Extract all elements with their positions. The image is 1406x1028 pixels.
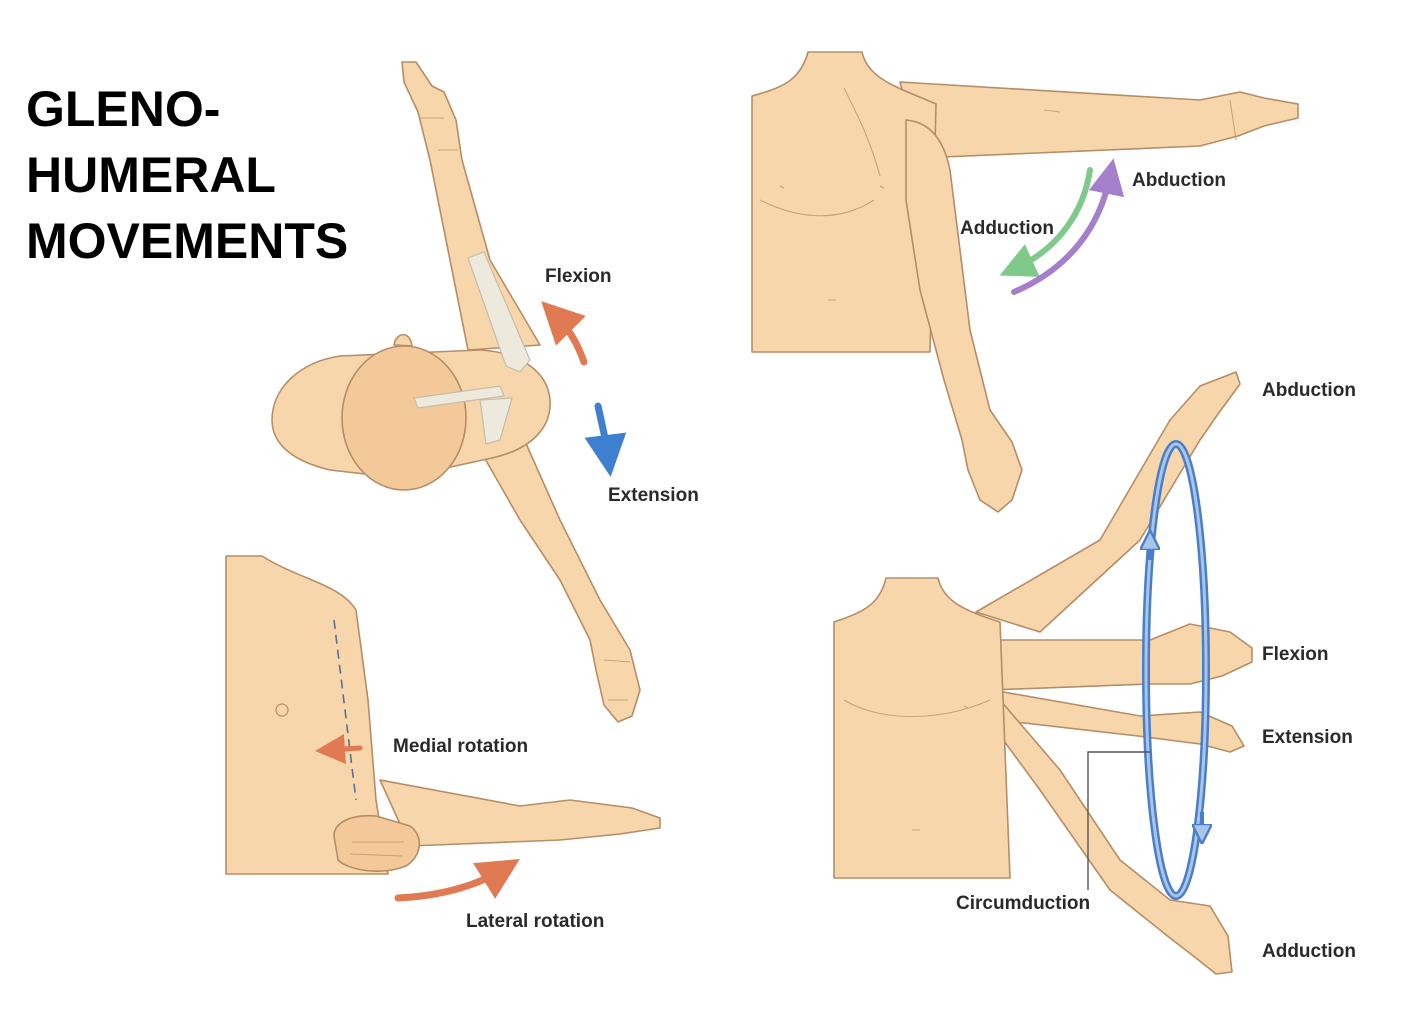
label-circumduction: Circumduction: [956, 893, 1091, 914]
label-extension-top: Extension: [608, 485, 699, 506]
arm-flexion-circ: [989, 623, 1253, 691]
head: [341, 345, 467, 491]
raised-arm: [401, 61, 541, 351]
page-title-line-3: MOVEMENTS: [26, 213, 349, 269]
rotation-axis-line: [333, 619, 357, 801]
torso-side: [225, 555, 389, 875]
medial-rotation-arrow: [315, 734, 363, 764]
figure-circumduction: [833, 371, 1253, 975]
torso-circ: [833, 577, 1011, 879]
page-title-line-2: HUMERAL: [26, 147, 276, 203]
arm-extension-circ: [991, 689, 1245, 753]
label-extension-right: Extension: [1262, 727, 1353, 748]
label-flexion-top: Flexion: [545, 266, 612, 287]
label-abduction-top: Abduction: [1132, 170, 1226, 191]
circumduction-leader: [1087, 751, 1150, 890]
extension-arrow: [584, 402, 627, 477]
figure-flexion-extension: [271, 61, 641, 723]
figure-abduction-adduction: [751, 51, 1299, 513]
label-adduction-right: Adduction: [1262, 941, 1356, 962]
fist: [333, 814, 421, 872]
adducted-arm: [905, 119, 1023, 513]
arm-adducted-circ: [995, 699, 1233, 975]
arm-raised-circ: [975, 371, 1241, 633]
clavicle-bone: [413, 385, 505, 409]
label-flexion-right: Flexion: [1262, 644, 1329, 665]
lateral-rotation-arrow: [394, 859, 520, 902]
flexion-arrow: [541, 301, 588, 366]
label-lateral-rotation: Lateral rotation: [466, 911, 605, 932]
page-title-line-1: GLENO-: [26, 81, 221, 137]
forearm-rotation: [379, 779, 661, 847]
humerus-bone: [467, 251, 531, 373]
abducted-arm: [899, 81, 1299, 159]
lowered-arm: [469, 409, 641, 723]
label-adduction-top: Adduction: [960, 218, 1054, 239]
label-medial-rotation: Medial rotation: [393, 736, 529, 757]
figure-rotation: [225, 555, 661, 875]
label-abduction-right: Abduction: [1262, 380, 1356, 401]
adduction-arrow: [999, 167, 1093, 277]
chest-detail: [759, 87, 885, 301]
abduction-arrow: [1011, 158, 1125, 295]
torso-front: [751, 51, 937, 353]
